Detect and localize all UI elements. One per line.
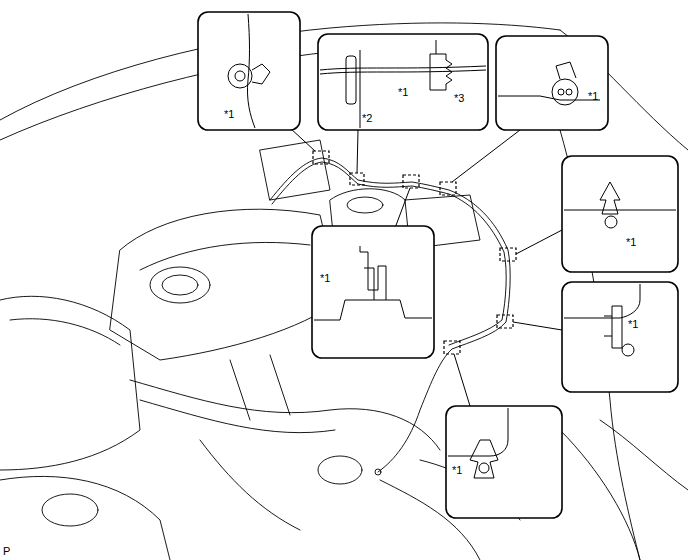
inset-box: *1: [198, 12, 300, 130]
callout-number: *1: [398, 86, 408, 98]
figure-code: P: [3, 545, 10, 557]
inset-box: *1: [562, 156, 678, 272]
inset-box: *1: [496, 36, 608, 130]
callout-number: *1: [224, 108, 234, 120]
callout-number: *1: [626, 236, 636, 248]
callout-number: *1: [452, 464, 462, 476]
callout-number: *1: [588, 90, 598, 102]
callout-number: *3: [454, 92, 464, 104]
inset-box: *1: [446, 406, 562, 518]
inset-box: *1 *2 *3: [318, 34, 488, 130]
callout-number: *1: [628, 318, 638, 330]
inset-box: *1: [562, 282, 678, 392]
callout-number: *2: [362, 112, 372, 124]
inset-box: *1: [312, 226, 434, 358]
callout-number: *1: [320, 272, 330, 284]
